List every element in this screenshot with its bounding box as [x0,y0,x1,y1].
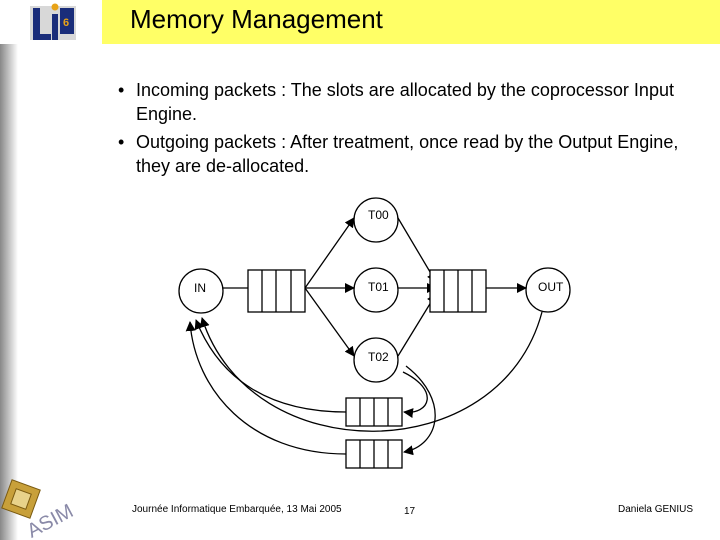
memory-flow-diagram: IN T00 T01 T02 OUT [178,197,571,469]
logo-sub: 6 [63,17,69,29]
node-in [178,268,224,314]
bullet-marker: • [118,80,125,100]
bullet-text: Incoming packets : The slots are allocat… [136,80,674,124]
edge-out-in-curve [199,311,543,432]
queue-in [247,269,306,313]
node-t02-label: T02 [368,350,389,364]
left-sidebar-gradient [0,44,18,540]
queue-t02-b [345,439,403,469]
logo-area: 6 [0,0,102,44]
bullet-item: • Incoming packets : The slots are alloc… [116,78,686,126]
page-title: Memory Management [130,4,383,34]
node-t01 [353,267,399,313]
node-t00-label: T00 [368,208,389,222]
title-bar: Memory Management [102,0,720,44]
node-t00 [353,197,399,243]
edge-queue-t00 [304,217,355,289]
bullet-text: Outgoing packets : After treatment, once… [136,132,679,176]
edge-queue4-in [185,321,347,455]
page-number: 17 [404,506,416,517]
bullet-marker: • [118,132,125,152]
node-out [525,267,571,313]
footer-event: Journée Informatique Embarquée, 13 Mai 2… [132,504,342,515]
edge-queue3-in [194,319,347,413]
node-in-label: IN [194,281,206,295]
node-t01-label: T01 [368,280,389,294]
edge-queue-t02 [304,287,355,357]
queue-t02-a [345,397,403,427]
edge-t02-queue4 [403,365,436,456]
lip6-logo-icon: 6 [30,3,76,40]
node-out-label: OUT [538,280,564,294]
edge-t02-queue3 [402,371,428,418]
footer-author: Daniela GENIUS [618,504,694,515]
asim-logo: ASIM [1,479,77,540]
queue-out [429,269,487,313]
node-t02 [353,337,399,383]
bullet-item: • Outgoing packets : After treatment, on… [116,130,686,178]
asim-chip-icon [1,479,41,519]
bullet-list: • Incoming packets : The slots are alloc… [116,78,686,182]
